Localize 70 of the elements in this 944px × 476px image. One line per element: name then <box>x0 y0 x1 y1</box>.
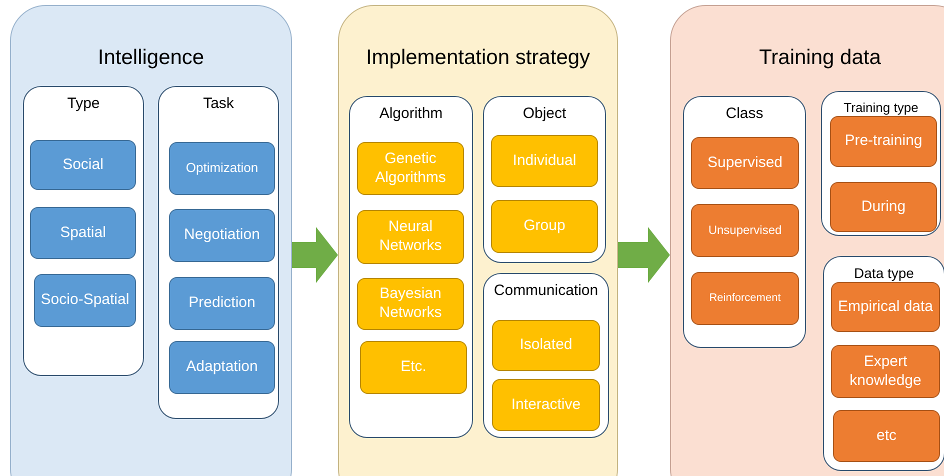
group-title: Object <box>522 104 566 124</box>
panel <box>338 5 618 476</box>
node-label: Negotiation <box>184 226 260 245</box>
leaf-box <box>491 135 598 187</box>
leaf-box <box>830 182 937 232</box>
node-label: Empirical data <box>838 298 934 316</box>
leaf-box <box>169 142 275 195</box>
leaf-box <box>691 137 799 189</box>
node-label: Isolated <box>520 336 572 355</box>
node-label: Supervised <box>707 154 783 172</box>
group-box <box>349 96 473 438</box>
leaf-box <box>357 278 464 330</box>
leaf-box <box>169 277 275 330</box>
node-label: Interactive <box>511 396 581 414</box>
group-title: Training type <box>844 99 918 117</box>
node-label: Etc. <box>400 358 426 377</box>
panel-title: Training data <box>759 45 881 71</box>
group-title: Type <box>67 94 100 114</box>
node-label: During <box>861 198 906 216</box>
node-label: Optimization <box>186 160 258 177</box>
leaf-box <box>492 379 600 431</box>
group-title: Task <box>203 94 234 114</box>
leaf-box <box>30 207 136 259</box>
node-label: etc <box>876 426 896 446</box>
leaf-box <box>34 274 136 327</box>
node-label: Unsupervised <box>708 223 782 238</box>
group-title: Algorithm <box>379 104 443 124</box>
group-box <box>158 86 279 419</box>
group-box <box>483 96 606 263</box>
node-label: Reinforcement <box>709 292 781 306</box>
group-title: Communication <box>494 281 598 301</box>
group-title: Class <box>726 104 764 124</box>
node-label: Bayesian Networks <box>378 285 443 323</box>
node-label: Neural Networks <box>378 218 443 256</box>
leaf-box <box>360 341 467 394</box>
panel-title: Implementation strategy <box>366 45 590 71</box>
leaf-box <box>831 282 940 332</box>
leaf-box <box>830 116 937 167</box>
group-box <box>683 96 806 348</box>
block-arrow <box>618 227 670 283</box>
group-box <box>821 91 941 236</box>
leaf-box <box>831 345 940 398</box>
node-label: Genetic Algorithms <box>374 150 447 188</box>
node-label: Individual <box>512 152 576 170</box>
panel <box>670 5 944 476</box>
leaf-box <box>492 320 600 371</box>
node-label: Group <box>524 217 566 236</box>
leaf-box <box>30 140 136 190</box>
node-label: Adaptation <box>186 358 258 377</box>
node-label: Socio-Spatial <box>40 291 130 310</box>
leaf-box <box>491 200 598 253</box>
group-title: Data type <box>854 264 914 283</box>
node-label: Spatial <box>60 224 106 242</box>
leaf-box <box>691 204 799 257</box>
node-label: Prediction <box>188 294 256 313</box>
group-box <box>23 86 144 376</box>
leaf-box <box>691 272 799 325</box>
node-label: Pre-training <box>844 132 922 151</box>
panel-title: Intelligence <box>98 45 204 71</box>
leaf-box <box>357 142 464 195</box>
panel <box>10 5 292 476</box>
leaf-box <box>357 210 464 264</box>
group-box <box>823 256 944 471</box>
node-label: Expert knowledge <box>848 352 922 390</box>
block-arrow <box>292 227 338 283</box>
leaf-box <box>833 410 940 462</box>
leaf-box <box>169 341 275 394</box>
group-box <box>483 273 609 438</box>
node-label: Social <box>62 156 104 174</box>
leaf-box <box>169 209 275 262</box>
